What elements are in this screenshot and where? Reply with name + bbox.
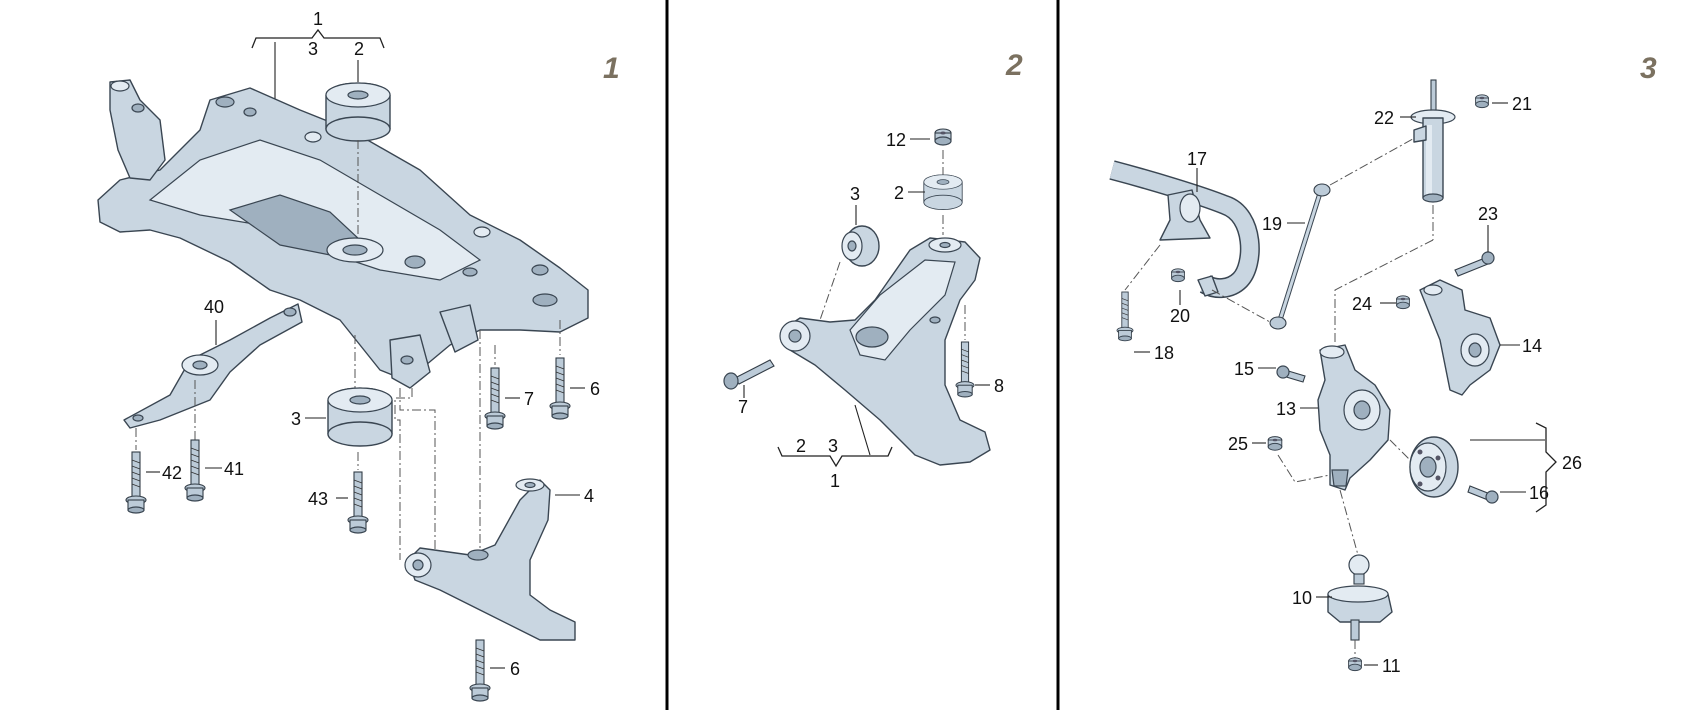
bolt-6a xyxy=(549,357,571,420)
stabilizer-link xyxy=(1269,183,1331,330)
callout-4: 4 xyxy=(584,486,594,506)
callout-41: 41 xyxy=(224,459,244,479)
nut-21 xyxy=(1475,94,1489,109)
dash-arm-left xyxy=(394,388,413,560)
callout-40: 40 xyxy=(204,297,224,317)
bolt-6b xyxy=(469,639,491,702)
bolt-8 xyxy=(955,341,975,398)
panel-number-2: 2 xyxy=(1005,49,1023,82)
callout-10: 10 xyxy=(1292,588,1312,608)
wheel-bearing-housing-upper xyxy=(1419,279,1501,396)
callout-6a: 6 xyxy=(590,379,600,399)
panel-3: 3 17 18 20 19 xyxy=(1109,52,1657,676)
nut-11 xyxy=(1348,657,1362,672)
dash-ball-joint xyxy=(1339,489,1359,556)
callout-21: 21 xyxy=(1512,94,1532,114)
callout-18: 18 xyxy=(1154,343,1174,363)
bolt-16 xyxy=(1467,485,1499,504)
callout-16: 16 xyxy=(1529,483,1549,503)
callout-7: 7 xyxy=(524,389,534,409)
callout-6b: 6 xyxy=(510,659,520,679)
callout-1: 1 xyxy=(313,9,323,29)
bolt-18 xyxy=(1116,291,1134,342)
ball-joint xyxy=(1327,554,1393,641)
callout-2-top: 2 xyxy=(354,39,364,59)
dash-arm-right xyxy=(399,388,436,550)
dash-bushing-3 xyxy=(819,261,841,321)
callout-11: 11 xyxy=(1382,656,1401,676)
panel-number-3: 3 xyxy=(1640,52,1657,85)
panel-1: 1 1 3 2 xyxy=(97,9,620,702)
arm-assembly-brace xyxy=(777,446,893,468)
bolt-43 xyxy=(347,471,369,534)
callout-14: 14 xyxy=(1522,336,1542,356)
nut-12 xyxy=(934,128,952,146)
panel-number-1: 1 xyxy=(603,52,620,85)
callout-8: 8 xyxy=(994,376,1004,396)
leader-arm-brace xyxy=(854,404,871,456)
callout-19: 19 xyxy=(1262,214,1282,234)
callout-12: 12 xyxy=(886,130,906,150)
subframe xyxy=(97,79,589,389)
stabilizer-bar xyxy=(1109,160,1260,299)
callout-2: 2 xyxy=(894,183,904,203)
callout-25: 25 xyxy=(1228,434,1248,454)
bolt-23 xyxy=(1454,251,1495,277)
strut xyxy=(1410,79,1456,203)
callout-2-brace: 2 xyxy=(796,436,806,456)
engine-mount-bracket xyxy=(123,303,303,429)
bolt-7 xyxy=(484,367,506,430)
steering-knuckle xyxy=(1317,344,1391,491)
callout-42: 42 xyxy=(162,463,182,483)
dash-hub xyxy=(1389,439,1411,461)
callout-7-p2: 7 xyxy=(738,397,748,417)
lower-rubber-mount xyxy=(327,387,393,447)
callout-3: 3 xyxy=(291,409,301,429)
control-arm xyxy=(404,478,576,641)
assembly-brace xyxy=(251,28,385,49)
dash-strut-lower xyxy=(1334,239,1434,345)
nut-24 xyxy=(1396,295,1410,310)
bolt-7-p2 xyxy=(723,359,775,390)
callout-24: 24 xyxy=(1352,294,1372,314)
dash-bolt-18 xyxy=(1124,244,1161,291)
wheel-hub xyxy=(1409,436,1459,498)
callout-3-p2: 3 xyxy=(850,184,860,204)
callout-43: 43 xyxy=(308,489,328,509)
hub-assembly-brace xyxy=(1535,422,1557,513)
nut-25 xyxy=(1267,436,1283,451)
callout-26: 26 xyxy=(1562,453,1582,473)
callout-17: 17 xyxy=(1187,149,1207,169)
callout-3-brace: 3 xyxy=(828,436,838,456)
callout-15: 15 xyxy=(1234,359,1254,379)
callout-3-top: 3 xyxy=(308,39,318,59)
bolt-42 xyxy=(125,451,147,514)
callout-20: 20 xyxy=(1170,306,1190,326)
upper-rubber-mount xyxy=(325,82,391,142)
bolt-15 xyxy=(1276,365,1306,383)
callout-23: 23 xyxy=(1478,204,1498,224)
bolt-41 xyxy=(184,439,206,502)
dash-nut-25 xyxy=(1277,454,1331,483)
callout-13: 13 xyxy=(1276,399,1296,419)
control-arm-p2 xyxy=(779,237,991,466)
dash-link-bar xyxy=(1211,289,1271,323)
callout-22: 22 xyxy=(1374,108,1394,128)
panel-2: 2 12 2 3 xyxy=(723,49,1023,491)
nut-20 xyxy=(1171,268,1185,283)
bushing-3 xyxy=(841,225,880,267)
dash-link-strut xyxy=(1329,134,1421,186)
bushing-2 xyxy=(923,174,963,211)
callout-1-brace: 1 xyxy=(830,471,840,491)
